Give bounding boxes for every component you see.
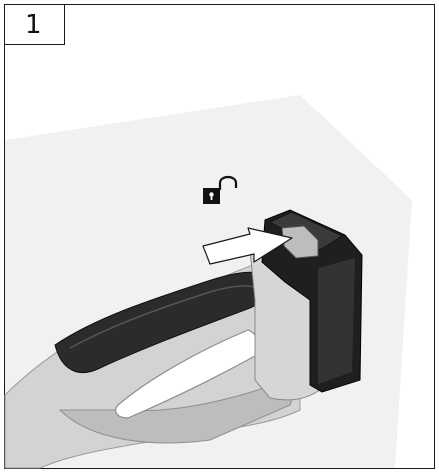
grip-highlight (69, 285, 257, 349)
insert-arrow-icon (202, 227, 293, 265)
battery-release-button (281, 225, 319, 259)
step-number: 1 (25, 9, 42, 40)
battery-side-face (318, 258, 355, 384)
unlocked-padlock-icon (203, 175, 238, 204)
step-number-box: 1 (4, 4, 65, 45)
